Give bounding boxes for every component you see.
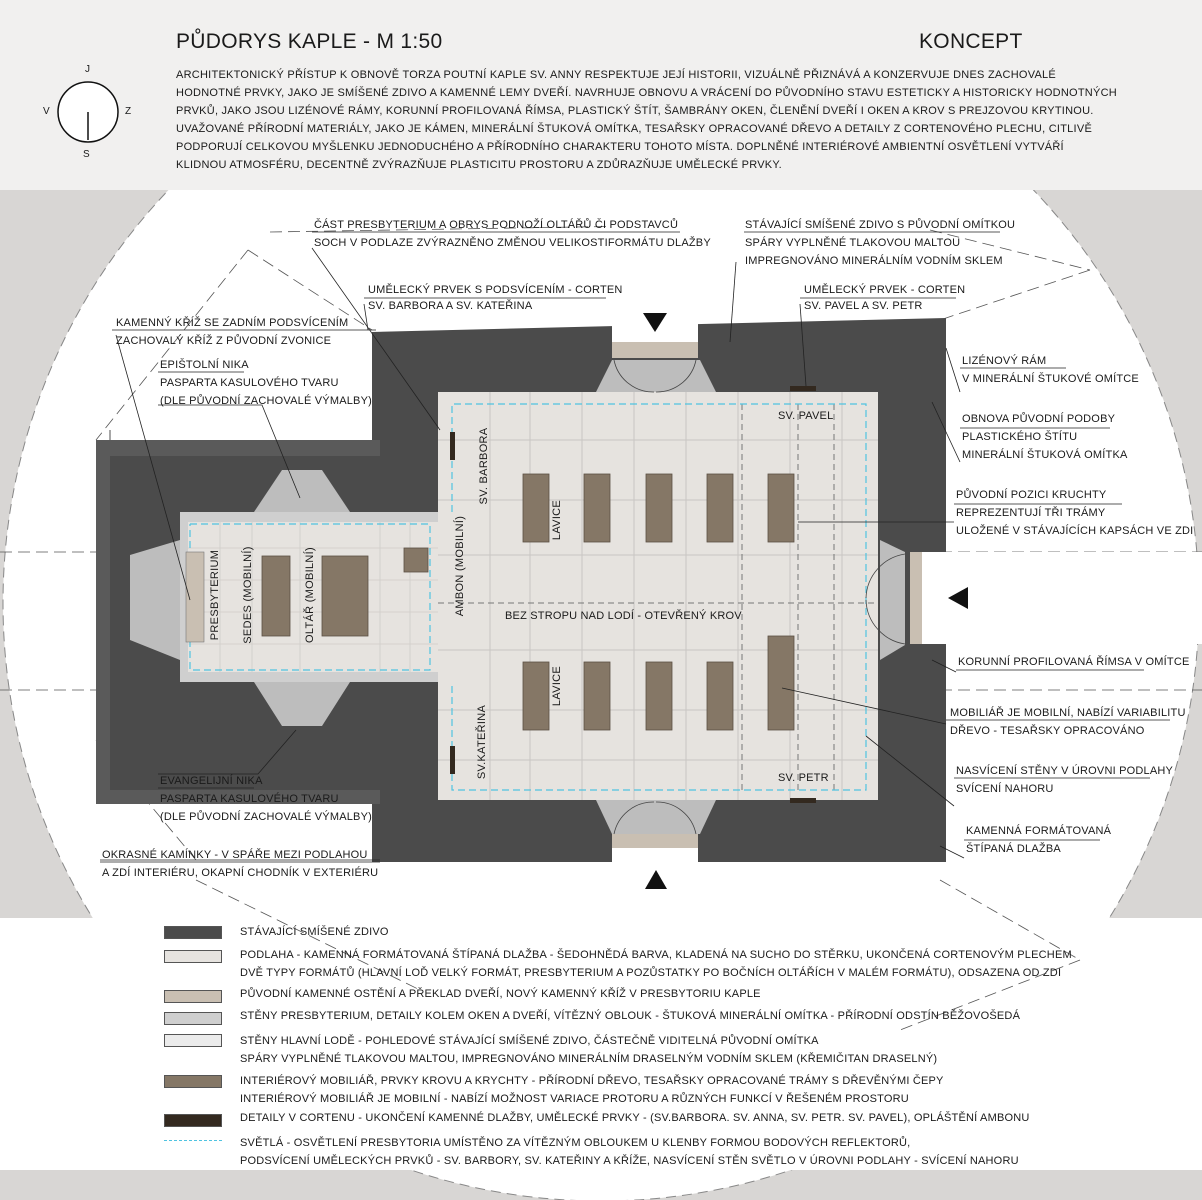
label-nave-roof: BEZ STROPU NAD LODÍ - OTEVŘENÝ KROV bbox=[505, 610, 742, 622]
intro-line: PRVKŮ, JAKO JSOU LIZÉNOVÉ RÁMY, KORUNNÍ … bbox=[176, 105, 1094, 117]
intro-text: ARCHITEKTONICKÝ PŘÍSTUP K OBNOVĚ TORZA P… bbox=[176, 66, 1117, 174]
annotation-cornice: KORUNNÍ PROFILOVANÁ ŘÍMSA V OMÍTCE bbox=[958, 656, 1190, 668]
sedes bbox=[261, 555, 291, 637]
page-title: PŮDORYS KAPLE - M 1:50 bbox=[176, 30, 443, 53]
intro-line: HODNOTNÉ PRVKY, JAKO JE SMÍŠENÉ ZDIVO A … bbox=[176, 87, 1117, 99]
concept-badge: KONCEPT bbox=[919, 30, 1023, 53]
pew bbox=[706, 661, 734, 731]
legend-item: PŮVODNÍ KAMENNÉ OSTĚNÍ A PŘEKLAD DVEŘÍ, … bbox=[240, 988, 761, 1000]
label-pavel: SV. PAVEL bbox=[778, 410, 834, 422]
pew bbox=[522, 473, 550, 543]
intro-line: UVAŽOVANÉ PŘÍRODNÍ MATERIÁLY, JAKO JE KÁ… bbox=[176, 123, 1093, 135]
ambon-base bbox=[403, 547, 429, 573]
pew bbox=[706, 473, 734, 543]
annotation-existing-masonry: STÁVAJÍCÍ SMÍŠENÉ ZDIVO S PŮVODNÍ OMÍTKO… bbox=[745, 219, 1016, 267]
nave-floor bbox=[438, 392, 878, 800]
pew bbox=[522, 661, 550, 731]
compass-east: Z bbox=[125, 106, 132, 117]
legend-item: STÁVAJÍCÍ SMÍŠENÉ ZDIVO bbox=[240, 926, 389, 938]
stone-cross bbox=[185, 551, 205, 643]
intro-line: PODPORUJÍ CELKOVOU MYŠLENKU JEDNODUCHÉHO… bbox=[176, 141, 1064, 153]
pew bbox=[645, 473, 673, 543]
furniture bbox=[261, 473, 795, 731]
label-ambon: AMBON (MOBILNÍ) bbox=[454, 515, 466, 617]
legend-swatch bbox=[164, 1075, 222, 1088]
legend-item: STĚNY PRESBYTERIUM, DETAILY KOLEM OKEN A… bbox=[240, 1010, 1021, 1022]
pew bbox=[583, 661, 611, 731]
legend-swatch bbox=[164, 926, 222, 939]
legend-item: PODLAHA - KAMENNÁ FORMÁTOVANÁ ŠTÍPANÁ DL… bbox=[240, 949, 1072, 979]
legend-item: DETAILY V CORTENU - UKONČENÍ KAMENNÉ DLA… bbox=[240, 1112, 1030, 1124]
compass-icon bbox=[57, 81, 119, 143]
label-katerina: SV.KATEŘINA bbox=[476, 704, 488, 780]
legend-swatch bbox=[164, 950, 222, 963]
entry-arrow-top-icon bbox=[643, 313, 667, 332]
intro-line: ARCHITEKTONICKÝ PŘÍSTUP K OBNOVĚ TORZA P… bbox=[176, 69, 1057, 81]
compass-south: S bbox=[83, 149, 90, 160]
label-lavice-top: LAVICE bbox=[551, 499, 563, 541]
annotation-presbytery-floor: ČÁST PRESBYTERIUM A OBRYS PODNOŽÍ OLTÁŘŮ… bbox=[314, 219, 711, 249]
pew bbox=[583, 473, 611, 543]
label-barbora: SV. BARBORA bbox=[478, 427, 490, 505]
legend-swatch bbox=[164, 990, 222, 1003]
legend-item: INTERIÉROVÝ MOBILIÁŘ, PRVKY KROVU A KRYC… bbox=[240, 1075, 944, 1105]
legend-swatch bbox=[164, 1114, 222, 1127]
legend-swatch-lights bbox=[164, 1140, 222, 1142]
entry-arrow-right-icon bbox=[948, 587, 968, 609]
label-sedes: SEDES (MOBILNÍ) bbox=[242, 546, 254, 644]
legend-swatch bbox=[164, 1034, 222, 1047]
pew bbox=[767, 473, 795, 543]
label-oltar: OLTÁŘ (MOBILNÍ) bbox=[304, 547, 316, 643]
pew bbox=[645, 661, 673, 731]
presbytery-floor bbox=[180, 512, 438, 682]
intro-line: KLIDNOU ATMOSFÉRU, DECENTNĚ ZVÝRAZŇUJE P… bbox=[176, 159, 782, 171]
legend-swatch bbox=[164, 1012, 222, 1025]
legend-item: STĚNY HLAVNÍ LODĚ - POHLEDOVÉ STÁVAJÍCÍ … bbox=[240, 1035, 938, 1065]
pew bbox=[767, 635, 795, 731]
compass-west: V bbox=[43, 106, 50, 117]
altar bbox=[321, 555, 369, 637]
legend-item: SVĚTLÁ - OSVĚTLENÍ PRESBYTORIA UMÍSTĚNO … bbox=[240, 1137, 1019, 1167]
compass-north: J bbox=[85, 64, 90, 75]
label-lavice-bottom: LAVICE bbox=[551, 665, 563, 707]
label-petr: SV. PETR bbox=[778, 772, 829, 784]
entry-arrow-bottom-icon bbox=[645, 870, 667, 889]
label-presbyterium: PRESBYTERIUM bbox=[209, 549, 221, 641]
